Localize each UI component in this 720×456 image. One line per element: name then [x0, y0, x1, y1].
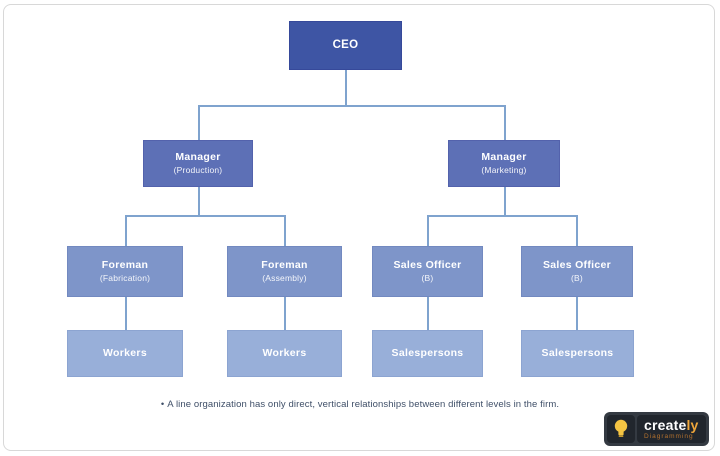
connector [198, 187, 200, 215]
node-sublabel: (B) [421, 272, 434, 283]
node-label: CEO [332, 39, 359, 52]
node-label: Manager [175, 151, 221, 164]
node-sublabel: (B) [571, 272, 583, 283]
org-node-salespersons-left: Salespersons [372, 330, 483, 377]
connector [284, 297, 286, 330]
caption-text: A line organization has only direct, ver… [167, 399, 560, 410]
org-node-ceo: CEO [289, 21, 402, 70]
connector [427, 215, 429, 246]
org-node-manager-marketing: Manager (Marketing) [448, 140, 560, 187]
node-label: Sales Officer [393, 259, 462, 272]
org-node-workers-right: Workers [227, 330, 342, 377]
org-node-sales-officer-left: Sales Officer (B) [372, 246, 483, 297]
connector [504, 187, 506, 215]
node-label: Manager [481, 151, 527, 164]
connector [504, 105, 506, 140]
node-sublabel: (Assembly) [262, 272, 307, 283]
connector [198, 105, 200, 140]
node-sublabel: (Marketing) [481, 164, 527, 175]
diagram-caption: •A line organization has only direct, ve… [0, 399, 720, 410]
node-label: Foreman [101, 259, 149, 272]
connector [427, 215, 577, 217]
connector [125, 215, 285, 217]
node-label: Workers [103, 346, 147, 359]
org-node-manager-production: Manager (Production) [143, 140, 253, 187]
canvas-border [3, 4, 715, 451]
org-node-foreman-assembly: Foreman (Assembly) [227, 246, 342, 297]
org-node-sales-officer-right: Sales Officer (B) [521, 246, 633, 297]
node-label: Salespersons [541, 346, 614, 359]
connector [576, 297, 578, 330]
node-sublabel: (Production) [173, 164, 223, 175]
creately-wordmark: creately Diagramming [637, 415, 706, 443]
connector [345, 70, 347, 105]
brand-name-suffix: ly [686, 417, 699, 433]
brand-name-prefix: create [644, 417, 687, 433]
creately-logo-badge[interactable]: creately Diagramming [604, 412, 709, 446]
node-label: Workers [262, 346, 307, 359]
node-label: Foreman [261, 259, 308, 272]
connector [125, 297, 127, 330]
node-label: Sales Officer [542, 259, 612, 272]
bullet-glyph: • [160, 399, 165, 410]
node-label: Salespersons [391, 346, 464, 359]
org-node-foreman-fabrication: Foreman (Fabrication) [67, 246, 183, 297]
brand-tagline: Diagramming [644, 433, 694, 440]
org-node-workers-left: Workers [67, 330, 183, 377]
connector [125, 215, 127, 246]
lightbulb-icon [607, 415, 635, 443]
org-node-salespersons-right: Salespersons [521, 330, 634, 377]
connector [284, 215, 286, 246]
node-sublabel: (Fabrication) [99, 272, 151, 283]
connector [198, 105, 505, 107]
connector [427, 297, 429, 330]
connector [576, 215, 578, 246]
